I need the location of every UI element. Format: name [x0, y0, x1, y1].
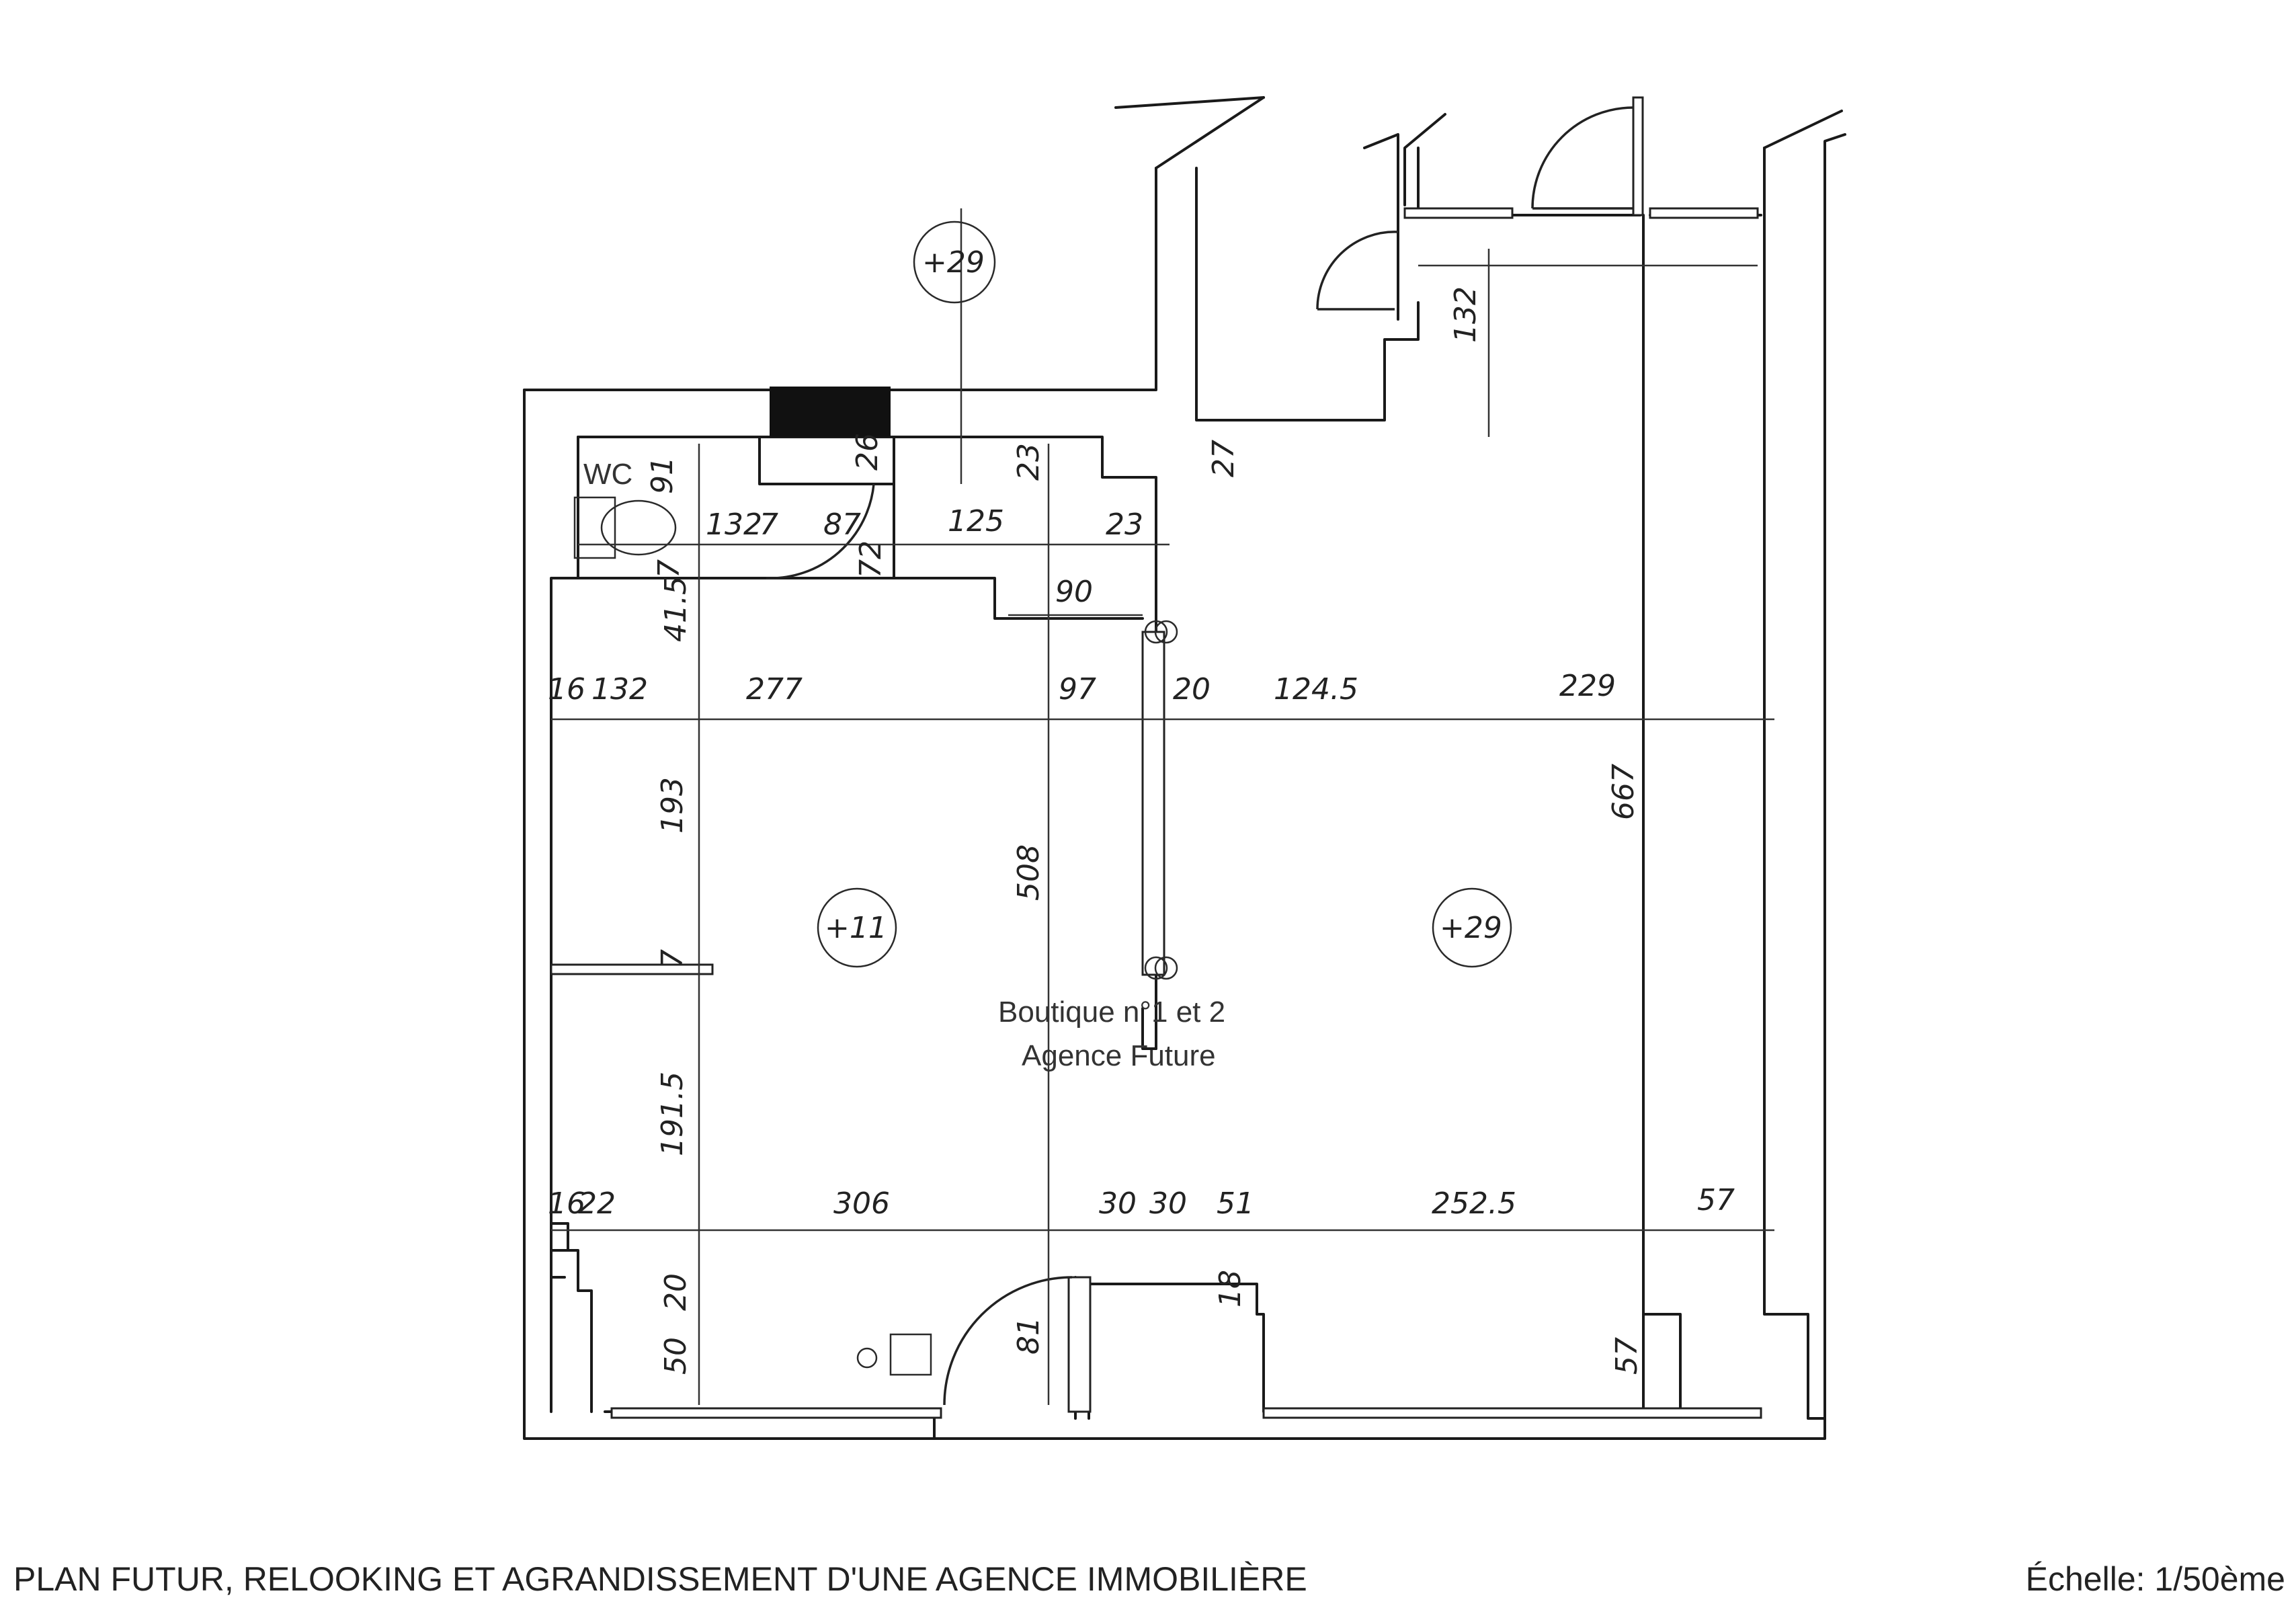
dim-7-b: 7	[652, 559, 686, 578]
dim-22: 22	[578, 1186, 616, 1221]
dim-27: 27	[1206, 440, 1241, 477]
plan-title: PLAN FUTUR, RELOOKING ET AGRANDISSEMENT …	[13, 1560, 1307, 1598]
sink-fixture	[856, 1333, 932, 1376]
dim-23-b: 23	[1106, 508, 1143, 542]
dim-125: 125	[948, 504, 1004, 538]
dim-18: 18	[1213, 1270, 1247, 1307]
dim-57-b: 57	[1610, 1337, 1644, 1375]
dim-16-a: 16	[548, 672, 585, 707]
wc-fixture	[573, 496, 677, 559]
dimension-lines	[551, 208, 1774, 1405]
dim-124-5: 124.5	[1274, 672, 1358, 707]
room-label-wc: WC	[583, 458, 632, 491]
dim-87: 87	[823, 508, 861, 542]
dim-20-b: 20	[659, 1273, 693, 1311]
dim-306: 306	[833, 1186, 890, 1221]
level-marker-right: +29	[1432, 887, 1512, 968]
dim-20-a: 20	[1173, 672, 1211, 707]
dim-41-5: 41.5	[659, 576, 693, 642]
dim-229: 229	[1559, 669, 1616, 703]
level-marker-top: +29	[913, 220, 996, 304]
dim-132: 132	[706, 508, 762, 542]
dim-91: 91	[645, 456, 680, 494]
chimney-block	[770, 387, 891, 437]
level-right-room: +29	[1440, 911, 1502, 945]
dim-51: 51	[1217, 1186, 1254, 1221]
level-left-room: +11	[825, 911, 887, 945]
dim-97: 97	[1059, 672, 1096, 707]
doors	[766, 106, 1634, 1406]
dim-57-a: 57	[1697, 1183, 1735, 1217]
dim-72: 72	[854, 540, 888, 578]
dim-23-a: 23	[1012, 443, 1046, 481]
dim-132-b: 132	[1448, 286, 1483, 343]
dim-50: 50	[659, 1337, 693, 1375]
outer-walls	[523, 96, 1846, 1440]
dim-667: 667	[1606, 764, 1641, 820]
dim-16-b: 16	[548, 1186, 585, 1221]
dim-90: 90	[1055, 575, 1093, 609]
dim-81: 81	[1012, 1317, 1046, 1355]
dim-252-5: 252.5	[1432, 1186, 1516, 1221]
dim-30-a: 30	[1099, 1186, 1137, 1221]
dimension-labels: 91 132 7 87 26 125 23 23 27 132 72 7 90 …	[548, 286, 1735, 1375]
plan-scale: Échelle: 1/50ème	[2025, 1560, 2285, 1598]
dim-7: 7	[760, 508, 778, 542]
dim-191-5: 191.5	[655, 1072, 690, 1156]
dim-132-c: 132	[591, 672, 648, 707]
dim-7-c: 7	[655, 949, 690, 968]
room-label-shop: Boutique n°1 et 2	[998, 996, 1225, 1029]
dim-277: 277	[746, 672, 803, 707]
door-handles	[1144, 620, 1178, 980]
level-top: +29	[922, 245, 985, 280]
dim-26: 26	[850, 433, 885, 471]
dim-508: 508	[1012, 844, 1046, 901]
dim-193: 193	[655, 777, 690, 834]
glazing-strips	[550, 96, 1762, 1419]
level-marker-left: +11	[817, 887, 897, 968]
dim-30-b: 30	[1149, 1186, 1187, 1221]
room-label-agency: Agence Future	[1022, 1039, 1216, 1072]
